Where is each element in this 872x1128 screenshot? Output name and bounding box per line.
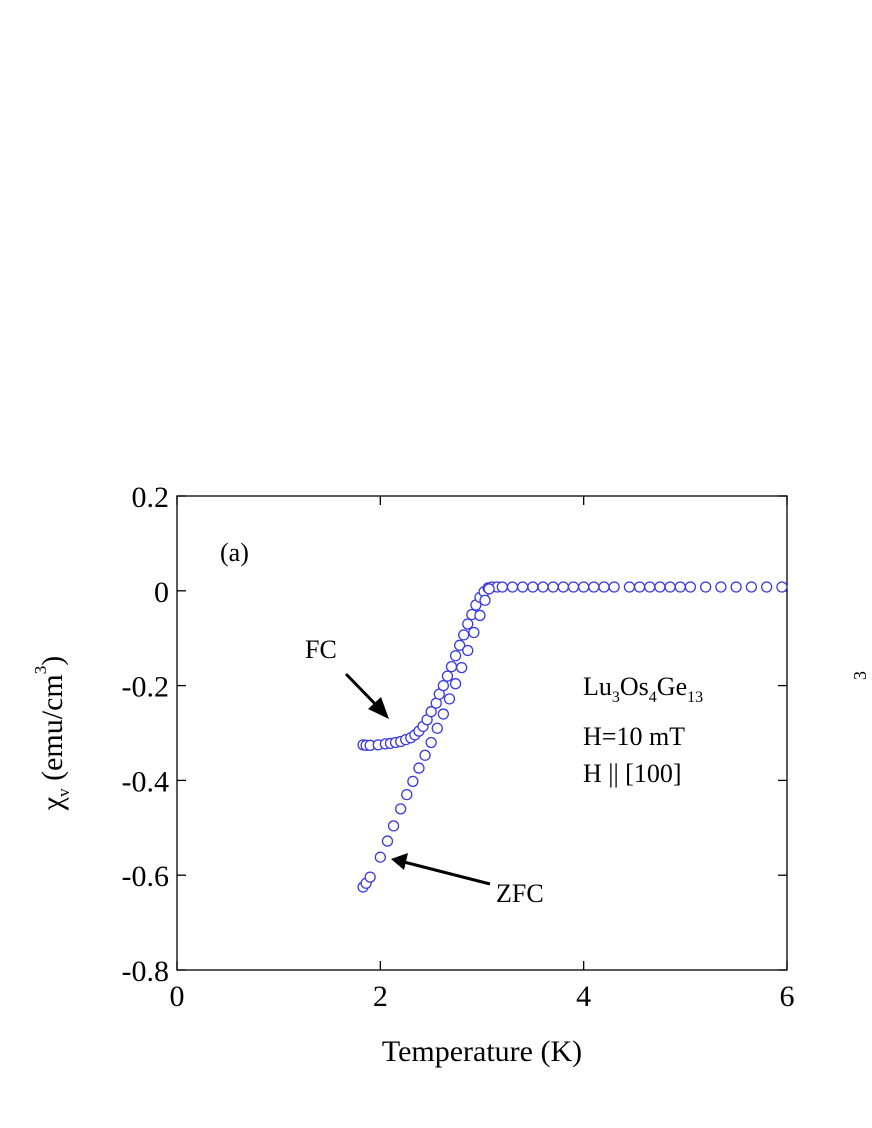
data-point-zfc [449,678,462,690]
data-point-zfc [407,775,419,787]
data-point-fc [517,581,529,593]
data-point-fc [598,581,610,593]
data-point-fc [445,660,458,673]
fc-label: FC [305,635,337,664]
x-tick-label: 0 [170,980,185,1013]
data-point-fc [578,581,590,593]
fc-arrow-head [368,697,389,719]
axis-ticks [176,495,788,971]
data-point-fc [588,581,600,593]
data-point-zfc [483,583,495,595]
data-point-zfc [431,722,443,734]
data-point-zfc [474,609,486,622]
data-point-fc [437,679,450,692]
data-point-zfc [387,820,400,832]
plot-frame [176,495,788,971]
x-tick-label: 2 [373,980,388,1013]
data-point-fc [654,581,666,593]
data-point-zfc [374,851,386,863]
data-point-zfc [381,835,394,847]
direction-annotation: H || [100] [583,759,682,788]
data-point-fc [462,618,474,630]
data-point-fc [425,706,437,718]
data-point-fc [496,581,508,593]
y-axis-label: χv (emu/cm3) [31,656,73,811]
data-point-zfc [443,693,456,705]
y-tick-label: -0.2 [122,671,170,704]
compound-annotation: Lu3Os4Ge13 [583,672,703,706]
data-point-fc [441,670,454,682]
data-point-fc [608,581,620,593]
field-annotation: H=10 mT [583,722,685,751]
data-point-fc [684,581,697,593]
y-tick-label: 0 [154,576,169,609]
zfc-arrow-head [391,853,408,870]
data-point-fc [776,581,788,593]
data-point-fc [527,581,539,593]
right-edge-fragment: 3 [850,671,870,680]
zfc-arrow-line [403,860,491,886]
data-point-fc [458,629,470,641]
data-point-fc [674,581,686,593]
data-point-fc [745,581,758,593]
tick-labels: 0 2 4 6 0.2 0 -0.2 -0.4 -0.6 -0.8 [122,481,795,1013]
data-point-fc [700,581,712,593]
data-point-fc [453,639,466,651]
series-fc [357,581,788,751]
y-tick-label: 0.2 [132,481,170,514]
data-point-zfc [437,708,450,720]
data-point-fc [623,581,636,593]
zfc-label: ZFC [496,879,544,908]
y-tick-label: -0.4 [122,765,170,798]
data-markers [357,581,788,893]
data-point-fc [761,581,773,593]
data-point-zfc [468,626,480,639]
data-point-zfc [419,749,431,761]
data-point-fc [633,581,646,593]
data-point-zfc [456,661,468,674]
data-point-zfc [413,762,425,774]
x-axis-label: Temperature (K) [382,1035,582,1068]
data-point-fc [557,581,569,593]
data-point-fc [547,581,559,593]
data-point-fc [730,581,742,593]
panel-label: (a) [220,538,249,567]
data-point-fc [567,581,580,593]
data-point-zfc [425,736,437,749]
x-tick-label: 4 [576,980,591,1013]
x-tick-label: 6 [780,980,795,1013]
data-point-fc [537,581,549,593]
y-tick-label: -0.8 [122,955,170,988]
data-point-zfc [401,788,413,801]
data-point-fc [506,581,519,593]
data-point-zfc [364,871,376,883]
data-point-fc [449,650,462,662]
series-zfc [357,583,495,893]
data-point-zfc [479,594,491,606]
data-point-fc [644,581,656,593]
data-point-zfc [395,803,407,815]
data-point-fc [715,581,727,593]
y-tick-label: -0.6 [122,860,170,893]
data-point-zfc [462,644,474,657]
data-point-fc [664,581,676,593]
